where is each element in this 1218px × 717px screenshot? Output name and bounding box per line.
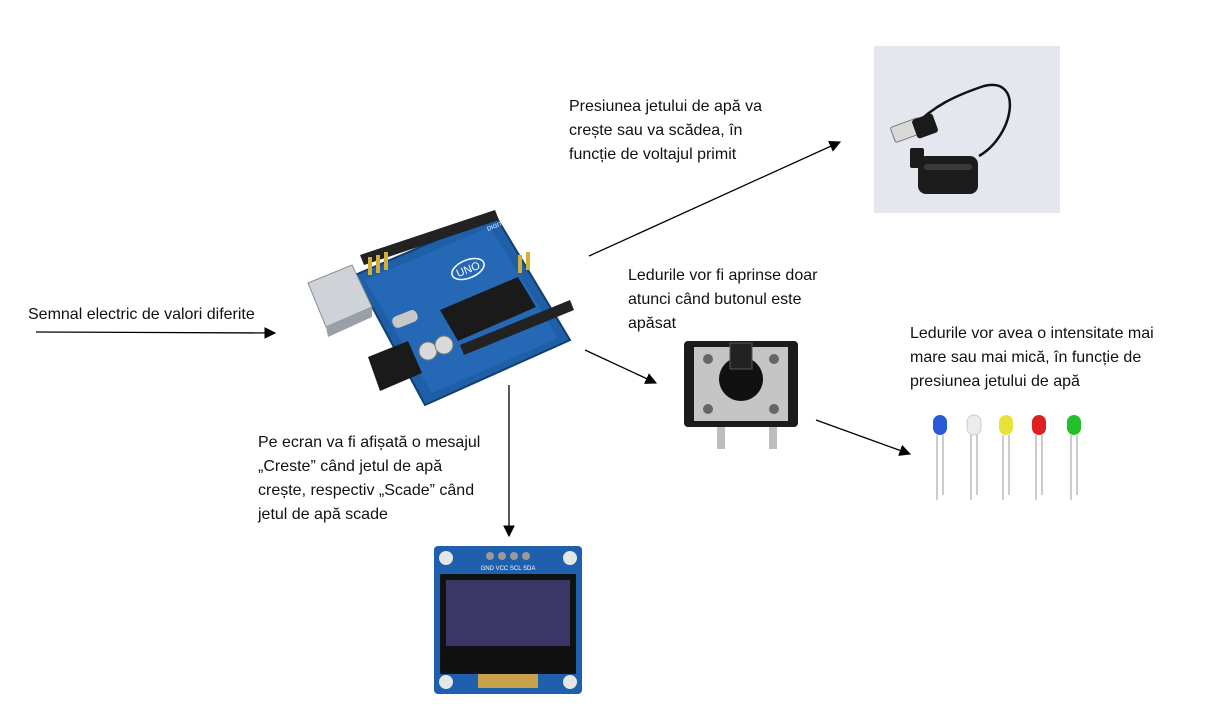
arrow-board-to-button: [584, 349, 658, 384]
led-green: [1067, 415, 1081, 500]
label-water-pump: Presiunea jetului de apă va crește sau v…: [569, 98, 763, 163]
led-yellow: [999, 415, 1013, 500]
arrow-board-to-pump: [588, 141, 842, 257]
arduino-uno-board: UNO DIGITAL (PWM~): [307, 210, 574, 407]
arrow-button-to-leds: [815, 419, 912, 456]
push-button: [684, 341, 798, 449]
led-white: [966, 414, 982, 500]
label-oled-display: Pe ecran va fi afișată o mesajul „Creste…: [258, 434, 481, 523]
led-row: [933, 414, 1081, 500]
label-leds: Ledurile vor avea o intensitate mai mare…: [910, 325, 1154, 390]
arrow-signal-to-board: [35, 327, 277, 339]
oled-display: GND VCC SCL SDA: [434, 546, 582, 694]
led-blue: [933, 415, 947, 500]
led-red: [1032, 415, 1046, 500]
label-push-button: Ledurile vor fi aprinse doar atunci când…: [628, 267, 818, 332]
label-electric-signal: Semnal electric de valori diferite: [28, 306, 255, 323]
oled-pin-labels: GND VCC SCL SDA: [481, 566, 536, 572]
water-pump-photo: [874, 46, 1060, 213]
